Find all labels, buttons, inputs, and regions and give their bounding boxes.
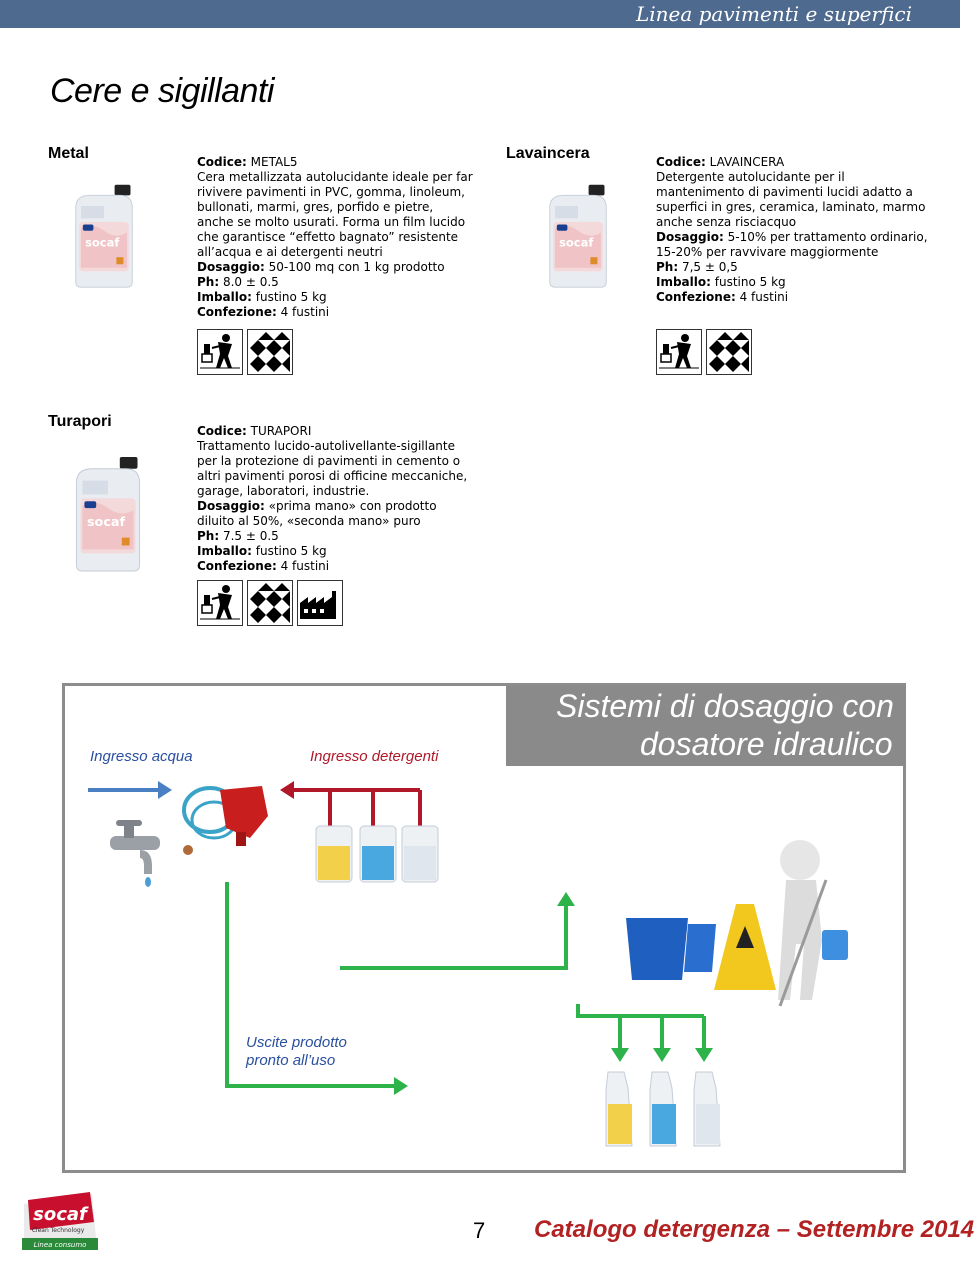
imballo-value: fustino 5 kg — [714, 275, 786, 289]
desc-line: mantenimento di pavimenti lucidi adatto … — [656, 185, 913, 199]
product-name-lavaincera: Lavaincera — [506, 145, 590, 162]
output-arrowhead — [695, 1048, 713, 1062]
factory-icon — [297, 580, 343, 626]
desc-line: Trattamento lucido-autolivellante-sigill… — [197, 439, 455, 453]
diagram-title-banner: Sistemi di dosaggio con dosatore idrauli… — [506, 686, 906, 766]
ph-label: Ph: — [197, 275, 220, 289]
desc-line: rivivere pavimenti in PVC, gomma, linole… — [197, 185, 465, 199]
dosaggio-label: Dosaggio: — [197, 499, 265, 513]
confezione-label: Confezione: — [656, 290, 736, 304]
confezione-value: 4 fustini — [739, 290, 789, 304]
diagram-title-line2: dosatore idraulico — [640, 726, 893, 762]
imballo-label: Imballo: — [197, 544, 252, 558]
output-arrowhead — [557, 892, 575, 906]
footer-logo: socaf Clean Technology Linea consumo — [22, 1192, 98, 1250]
desc-line: Cera metallizzata autolucidante ideale p… — [197, 170, 473, 184]
product-details-turapori: Codice: TURAPORI Trattamento lucido-auto… — [197, 424, 467, 574]
confezione-label: Confezione: — [197, 305, 277, 319]
cleaning-person-icon — [197, 329, 243, 375]
ph-value: 7.5 ± 0.5 — [222, 529, 279, 543]
imballo-label: Imballo: — [656, 275, 711, 289]
page-number: 7 — [473, 1218, 486, 1243]
desc-line: anche senza risciacquo — [656, 215, 797, 229]
cleaning-person-figure — [778, 840, 848, 1007]
desc-line: anche se molto usurati. Forma un film lu… — [197, 215, 466, 229]
label-water-inlet: Ingresso acqua — [90, 748, 193, 765]
checkered-floor-icon — [706, 329, 752, 375]
dosaggio-value: 5-10% per trattamento ordinario, — [727, 230, 928, 244]
checkered-floor-icon — [247, 329, 293, 375]
water-arrow — [88, 781, 172, 799]
imballo-value: fustino 5 kg — [255, 544, 327, 558]
dosaggio-value: 50-100 mq con 1 kg prodotto — [268, 260, 445, 274]
desc-line: garage, laboratori, industrie. — [197, 484, 370, 498]
spray-bottles — [605, 1071, 721, 1147]
output-flow-arrows — [225, 882, 706, 1088]
header-title: Linea pavimenti e superfici — [635, 2, 912, 26]
codice-label: Codice: — [197, 155, 247, 169]
desc-line: superfici in gres, ceramica, laminato, m… — [656, 200, 926, 214]
detergent-arrows — [280, 781, 422, 832]
output-arrowhead — [611, 1048, 629, 1062]
ph-label: Ph: — [656, 260, 679, 274]
ph-label: Ph: — [197, 529, 220, 543]
codice-value: METAL5 — [250, 155, 298, 169]
desc-line: che garantisce “effetto bagnato” resiste… — [197, 230, 459, 244]
diagram-title-line1: Sistemi di dosaggio con — [556, 688, 894, 724]
output-arrowhead — [394, 1077, 408, 1095]
desc-line: altri pavimenti porosi di officine mecca… — [197, 469, 468, 483]
codice-value: TURAPORI — [250, 424, 312, 438]
dosaggio-value: diluito al 50%, «seconda mano» puro — [197, 514, 421, 528]
codice-label: Codice: — [197, 424, 247, 438]
logo-line: Linea consumo — [34, 1241, 87, 1249]
product-name-turapori: Turapori — [48, 413, 112, 430]
section-title: Cere e sigillanti — [50, 72, 274, 110]
codice-value: LAVAINCERA — [709, 155, 785, 169]
label-output-line1: Uscite prodotto — [246, 1034, 347, 1051]
dosaggio-value: 15-20% per ravvivare maggiormente — [656, 245, 879, 259]
cleaning-person-icon — [197, 580, 243, 626]
imballo-label: Imballo: — [197, 290, 252, 304]
desc-line: all’acqua e ai detergenti neutri — [197, 245, 383, 259]
dosaggio-value: «prima mano» con prodotto — [268, 499, 437, 513]
top-bar: Linea pavimenti e superfici — [0, 0, 960, 28]
ph-value: 8.0 ± 0.5 — [222, 275, 279, 289]
desc-line: Detergente autolucidante per il — [656, 170, 845, 184]
desc-line: bullonati, marmi, gres, porfido e pietre… — [197, 200, 434, 214]
confezione-value: 4 fustini — [280, 305, 330, 319]
logo-sub: Clean Technology — [32, 1227, 85, 1234]
confezione-value: 4 fustini — [280, 559, 330, 573]
codice-label: Codice: — [656, 155, 706, 169]
output-arrowhead — [653, 1048, 671, 1062]
catalog-title: Catalogo detergenza – Settembre 2014 — [534, 1216, 974, 1243]
confezione-label: Confezione: — [197, 559, 277, 573]
doser-icon — [182, 786, 268, 855]
product-details-lavaincera: Codice: LAVAINCERA Detergente autolucida… — [656, 155, 928, 305]
faucet-icon — [110, 820, 160, 887]
dosaggio-label: Dosaggio: — [656, 230, 724, 244]
imballo-value: fustino 5 kg — [255, 290, 327, 304]
cleaning-person-icon — [656, 329, 702, 375]
desc-line: per la protezione di pavimenti in cement… — [197, 454, 461, 468]
dosaggio-label: Dosaggio: — [197, 260, 265, 274]
label-output-line2: pronto all’uso — [246, 1052, 336, 1069]
product-name-metal: Metal — [48, 145, 89, 162]
ph-value: 7,5 ± 0,5 — [681, 260, 738, 274]
label-detergent-inlet: Ingresso detergenti — [310, 748, 439, 765]
product-details-metal: Codice: METAL5 Cera metallizzata autoluc… — [197, 155, 473, 320]
cleaning-equipment-icon — [626, 904, 776, 990]
logo-brand: socaf — [33, 1204, 89, 1225]
detergent-jugs — [315, 825, 439, 883]
checkered-floor-icon — [247, 580, 293, 626]
